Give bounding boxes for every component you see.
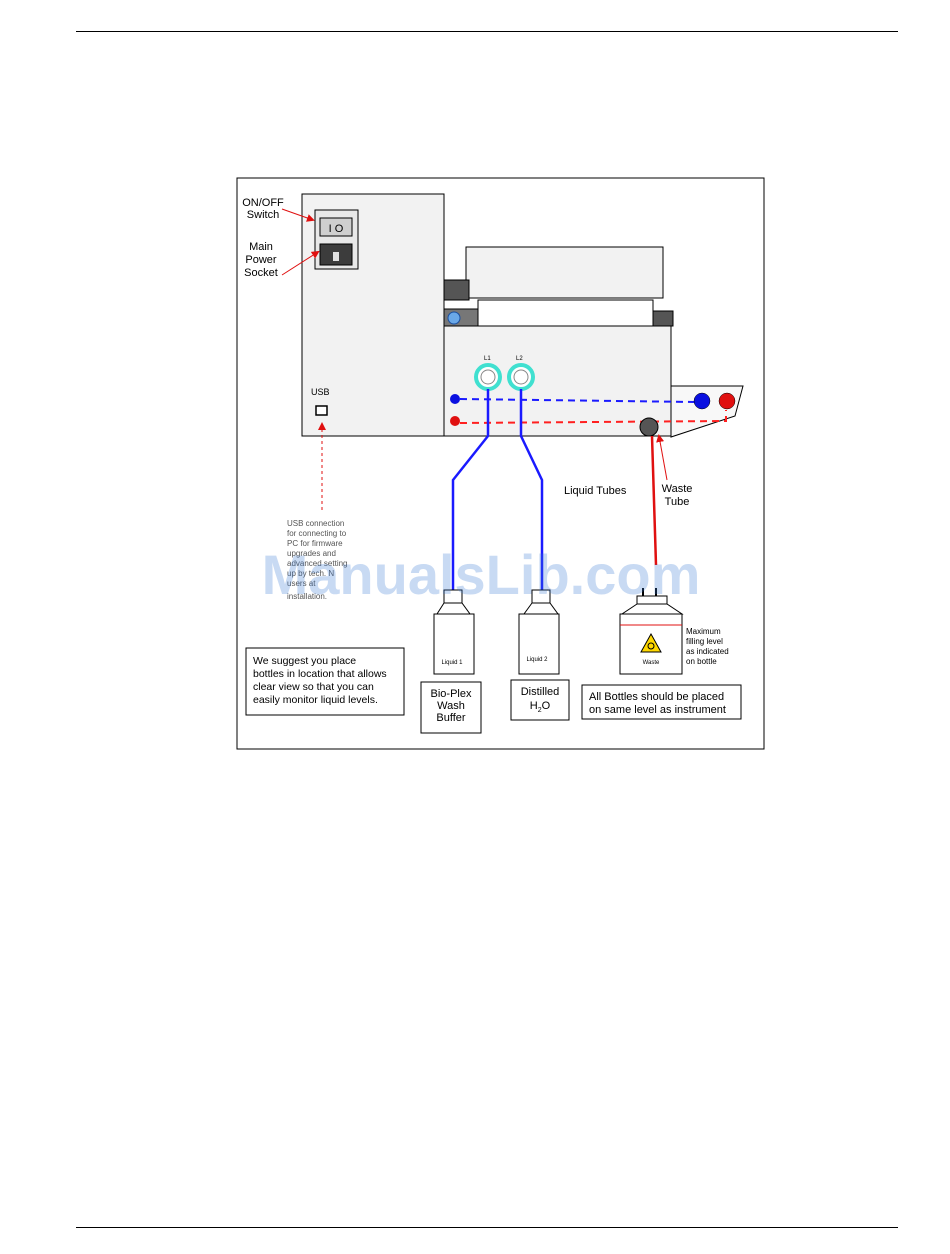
switch-symbol: I O xyxy=(329,223,344,235)
suggest-note-line: We suggest you place xyxy=(253,655,356,667)
bottle-2-label: Liquid 2 xyxy=(526,657,548,663)
usb-note-line: advanced setting xyxy=(287,559,348,568)
max-fill-note: Maximum filling level as indicated on bo… xyxy=(686,627,729,666)
header-rule xyxy=(76,31,898,32)
port-l2-inner xyxy=(513,369,529,385)
blue-outlet-dot xyxy=(693,392,711,410)
red-inlet-dot xyxy=(450,416,460,426)
bottle-1-body xyxy=(433,613,475,675)
suggest-note-line: clear view so that you can xyxy=(253,681,374,693)
onoff-label-1: ON/OFF xyxy=(242,197,284,209)
waste-tube-pointer xyxy=(656,434,668,481)
usb-note-line: users at xyxy=(287,579,316,588)
onoff-pointer xyxy=(281,208,315,222)
h2o-o: O xyxy=(542,700,551,712)
waste-port[interactable] xyxy=(639,417,659,437)
suggest-note-line: easily monitor liquid levels. xyxy=(253,694,378,706)
liquid-tubes-label: Liquid Tubes xyxy=(564,485,627,497)
suggest-note-line: bottles in location that allows xyxy=(253,668,387,680)
usb-note: USB connection for connecting to PC for … xyxy=(287,519,348,601)
bioplex-label-box xyxy=(420,681,482,734)
instrument-top-module xyxy=(465,246,664,299)
suggest-note-box xyxy=(245,647,405,716)
power-pointer xyxy=(281,250,320,276)
waste-tube xyxy=(650,435,658,566)
blue-inlet-dot xyxy=(450,394,460,404)
waste-bottle-label: Waste xyxy=(643,660,660,666)
power-label-2: Power xyxy=(245,254,277,266)
red-dashed-tube xyxy=(459,410,727,424)
port-l2-label: L2 xyxy=(516,356,523,362)
power-socket-pin xyxy=(333,252,339,261)
h2o-sub: 2 xyxy=(538,707,542,714)
all-bottles-box xyxy=(581,684,742,720)
bottle-1-label: Liquid 1 xyxy=(441,660,463,666)
usb-port-icon[interactable] xyxy=(315,405,328,416)
bottle-liquid-1: Liquid 1 xyxy=(433,589,475,675)
bioplex-label: Bio-Plex Wash Buffer xyxy=(431,688,472,724)
switch-rocker[interactable] xyxy=(319,217,353,237)
waste-tube-label-2: Tube xyxy=(665,496,690,508)
h2o-h: H xyxy=(530,700,538,712)
bioplex-line: Buffer xyxy=(436,712,465,724)
bioplex-line: Wash xyxy=(437,700,465,712)
usb-note-line: installation. xyxy=(287,592,327,601)
bioplex-line: Bio-Plex xyxy=(431,688,472,700)
all-bottles-line: All Bottles should be placed xyxy=(589,691,724,703)
bottle-2-body xyxy=(518,613,560,675)
usb-label: USB xyxy=(311,387,330,397)
max-fill-line-text: Maximum xyxy=(686,627,721,636)
max-fill-line-text: on bottle xyxy=(686,657,717,666)
distilled-label: Distilled xyxy=(521,686,560,698)
usb-note-line: PC for firmware xyxy=(287,539,343,548)
distilled-label-box xyxy=(510,679,570,721)
liquid-tube-1 xyxy=(451,389,490,636)
usb-note-line: for connecting to xyxy=(287,529,347,538)
bottle-waste: Waste xyxy=(619,588,684,675)
waste-tube-label-1: Waste xyxy=(662,483,693,495)
power-label-1: Main xyxy=(249,241,273,253)
bottle-liquid-2: Liquid 2 xyxy=(518,589,560,675)
power-label-3: Socket xyxy=(244,267,278,279)
usb-note-line: USB connection xyxy=(287,519,344,528)
instrument-dark-rail xyxy=(443,279,470,301)
blue-dashed-tube xyxy=(459,398,697,403)
suggest-note: We suggest you place bottles in location… xyxy=(253,655,387,706)
all-bottles-line: on same level as instrument xyxy=(589,704,726,716)
port-l1-inner xyxy=(480,369,496,385)
usb-note-line: up by tech. N xyxy=(287,569,334,578)
instrument-middle-tray xyxy=(477,299,654,327)
onoff-label-2: Switch xyxy=(247,209,279,221)
h2o-label: H2O xyxy=(530,700,551,714)
max-fill-line-text: filling level xyxy=(686,637,723,646)
all-bottles-note: All Bottles should be placed on same lev… xyxy=(589,691,726,716)
status-led-icon xyxy=(447,311,461,325)
max-fill-line-text: as indicated xyxy=(686,647,729,656)
biohazard-icon-symbol xyxy=(647,642,655,650)
port-l1-label: L1 xyxy=(484,356,491,362)
usb-note-line: upgrades and xyxy=(287,549,336,558)
instrument-tray-rail-right xyxy=(652,310,674,327)
red-outlet-dot xyxy=(718,392,736,410)
watermark: ManualsLib.com xyxy=(262,543,701,606)
liquid-tube-2 xyxy=(519,389,544,636)
footer-rule xyxy=(76,1227,898,1228)
